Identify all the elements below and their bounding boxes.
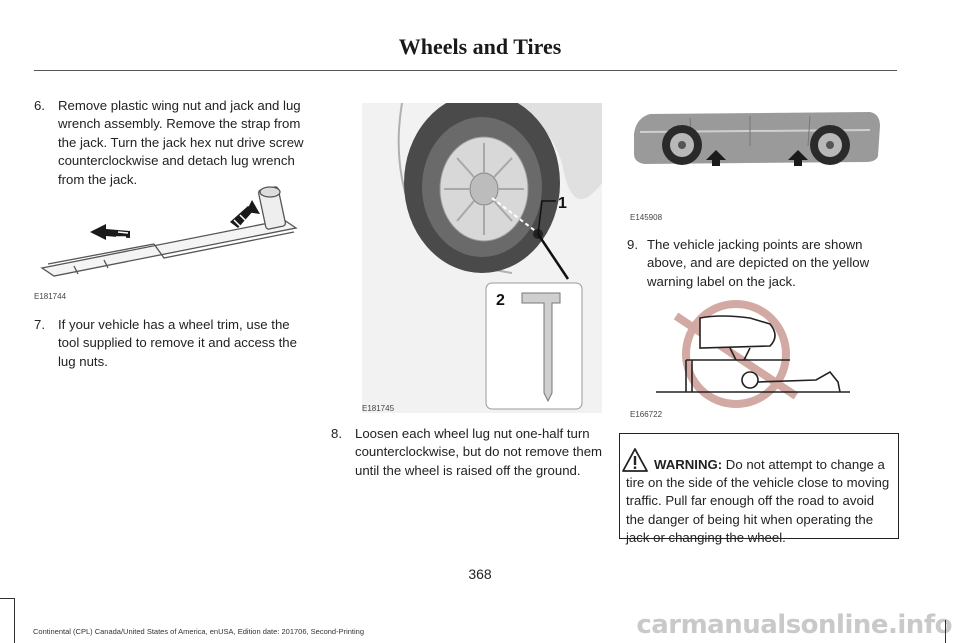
callout-2: 2 bbox=[496, 292, 505, 309]
prohibition-icon bbox=[682, 300, 790, 408]
wheel-figure: 1 2 bbox=[362, 93, 602, 413]
figure-code: E181744 bbox=[34, 292, 67, 301]
step-text: Loosen each wheel lug nut one-half turn … bbox=[355, 426, 603, 478]
step-text: Remove plastic wing nut and jack and lug… bbox=[58, 98, 304, 187]
step-number: 6. bbox=[34, 98, 45, 113]
vehicle-figure bbox=[630, 100, 900, 210]
crop-mark bbox=[945, 620, 946, 643]
arrow-icon bbox=[90, 224, 130, 240]
page-number: 368 bbox=[468, 566, 492, 582]
jack-illustration bbox=[40, 186, 298, 277]
vehicle-illustration bbox=[634, 112, 880, 166]
step-6: 6. Remove plastic wing nut and jack and … bbox=[34, 97, 310, 189]
figure-code: E181745 bbox=[362, 404, 395, 413]
warning-text: WARNING: Do not attempt to change a tire… bbox=[626, 456, 892, 547]
step-9: 9. The vehicle jacking points are shown … bbox=[627, 236, 899, 291]
figure-code: E166722 bbox=[630, 410, 663, 419]
jack-figure bbox=[34, 180, 310, 290]
warning-box: WARNING: Do not attempt to change a tire… bbox=[619, 433, 899, 545]
footer-text: Continental (CPL) Canada/United States o… bbox=[33, 627, 365, 636]
step-number: 8. bbox=[331, 426, 342, 441]
page-title: Wheels and Tires bbox=[398, 34, 562, 59]
arrow-icon bbox=[788, 150, 808, 166]
warning-icon bbox=[622, 448, 648, 472]
step-text: The vehicle jacking points are shown abo… bbox=[647, 237, 870, 289]
crop-mark bbox=[0, 598, 14, 599]
header-divider bbox=[34, 70, 897, 71]
warning-body: Do not attempt to change a tire on the s… bbox=[626, 457, 890, 545]
watermark: carmanualsonline.info bbox=[636, 610, 952, 640]
no-under-vehicle-figure bbox=[640, 296, 870, 408]
wheel-illustration bbox=[362, 93, 602, 413]
prohibition-illustration bbox=[656, 300, 850, 408]
arrow-icon bbox=[706, 150, 726, 166]
crop-mark bbox=[14, 598, 15, 643]
callout-1: 1 bbox=[558, 195, 567, 212]
step-number: 9. bbox=[627, 237, 638, 252]
step-8: 8. Loosen each wheel lug nut one-half tu… bbox=[331, 425, 607, 480]
step-number: 7. bbox=[34, 317, 45, 332]
arrow-icon bbox=[230, 200, 260, 228]
step-text: If your vehicle has a wheel trim, use th… bbox=[58, 317, 297, 369]
warning-title: WARNING: bbox=[654, 457, 723, 472]
step-7: 7. If your vehicle has a wheel trim, use… bbox=[34, 316, 310, 371]
figure-code: E145908 bbox=[630, 213, 663, 222]
